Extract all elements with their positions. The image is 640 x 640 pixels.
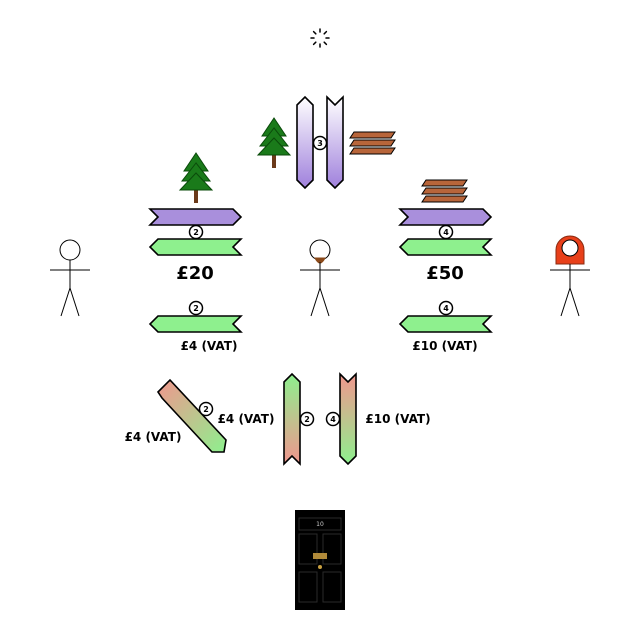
money-arrow-left (148, 238, 243, 256)
step-badge: 4 (438, 300, 454, 316)
step-number: 4 (443, 228, 449, 237)
stick-figure-icon (550, 235, 590, 317)
step-badge: 3 (312, 135, 328, 151)
door-number: 10 (316, 521, 324, 528)
step-number: 3 (317, 139, 323, 148)
vat-label-left: £4 (VAT) (181, 339, 238, 353)
step-number: 2 (193, 304, 199, 313)
step-number: 4 (330, 415, 336, 424)
stick-figure-icon (300, 239, 340, 317)
step-badge: 2 (188, 300, 204, 316)
step-badge: 4 (325, 411, 341, 427)
wood-planks-icon (421, 179, 468, 203)
step-number: 4 (443, 304, 449, 313)
wood-planks-icon (349, 131, 396, 155)
tree-icon (256, 117, 292, 168)
money-arrow-left (398, 238, 493, 256)
vat-label-right: £10 (VAT) (412, 339, 477, 353)
tax-arrow-diagonal (156, 378, 227, 453)
goods-arrow-up (326, 95, 344, 190)
vat-label-center-right: £10 (VAT) (365, 412, 430, 426)
goods-arrow-down (296, 95, 314, 190)
stick-figure-icon (50, 239, 90, 317)
step-badge: 2 (299, 411, 315, 427)
vat-label-diagonal: £4 (VAT) (125, 430, 182, 444)
price-label-left: £20 (176, 263, 214, 284)
tax-arrow-up (339, 372, 357, 466)
tax-arrow-left (398, 315, 493, 333)
vat-label-center-left: £4 (VAT) (218, 412, 275, 426)
step-number: 2 (193, 228, 199, 237)
tax-arrow-down (283, 372, 301, 466)
tax-arrow-left (148, 315, 243, 333)
goods-arrow-right (148, 208, 243, 226)
tree-icon (178, 152, 214, 203)
goods-arrow-right (398, 208, 493, 226)
price-label-right: £50 (426, 263, 464, 284)
step-badge: 2 (188, 224, 204, 240)
step-badge: 2 (198, 401, 214, 417)
step-number: 2 (304, 415, 310, 424)
step-number: 2 (203, 405, 209, 414)
door-icon: 10 (295, 510, 345, 610)
step-badge: 4 (438, 224, 454, 240)
sun-icon (310, 28, 330, 48)
